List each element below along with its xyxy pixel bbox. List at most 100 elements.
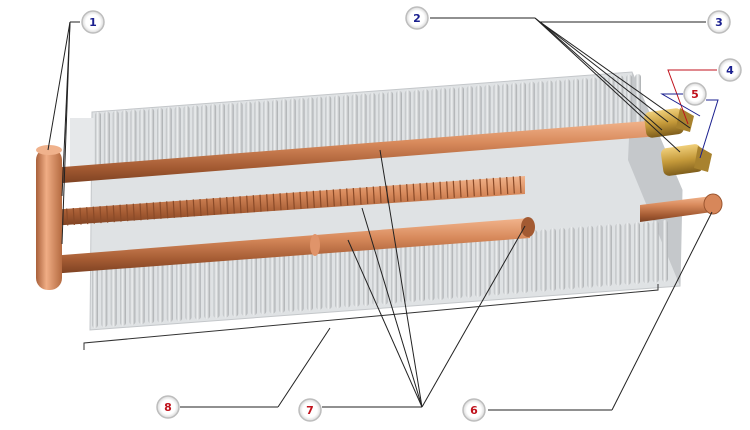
pipe-rib bbox=[112, 205, 115, 223]
pipe-rib bbox=[292, 192, 295, 210]
fin bbox=[493, 232, 500, 296]
fin bbox=[378, 92, 385, 153]
fin bbox=[643, 221, 650, 284]
fin bbox=[512, 231, 519, 294]
leader-8a bbox=[277, 327, 331, 408]
fin bbox=[652, 220, 659, 283]
fin bbox=[503, 231, 510, 295]
fin bbox=[232, 251, 239, 317]
fin bbox=[342, 94, 349, 155]
fin bbox=[608, 75, 615, 138]
pipe-rib bbox=[306, 191, 309, 209]
fin bbox=[316, 96, 323, 156]
fin bbox=[95, 112, 101, 170]
fin bbox=[581, 77, 588, 140]
pipe-rib bbox=[486, 178, 489, 196]
pipe-rib bbox=[152, 202, 155, 220]
pipe-rib bbox=[226, 196, 229, 215]
pipe-rib bbox=[499, 177, 502, 195]
fin bbox=[183, 105, 190, 165]
fin bbox=[210, 103, 217, 163]
fin bbox=[369, 92, 376, 153]
fin bbox=[306, 246, 313, 311]
fin bbox=[484, 233, 491, 297]
leader-7b bbox=[379, 149, 423, 408]
fin bbox=[297, 246, 304, 312]
pipe-rib bbox=[312, 190, 315, 208]
fin bbox=[298, 97, 305, 158]
pipe-rib bbox=[66, 208, 69, 226]
callout-3: 3 bbox=[707, 10, 731, 34]
pipe-rib bbox=[186, 199, 189, 217]
fin bbox=[456, 235, 463, 299]
fin bbox=[409, 238, 416, 303]
lower-pipe bbox=[50, 218, 530, 274]
fin bbox=[634, 222, 640, 285]
callout-3-label: 3 bbox=[715, 16, 723, 29]
fin bbox=[428, 237, 435, 301]
fin bbox=[475, 233, 482, 298]
fin bbox=[381, 240, 388, 305]
fin bbox=[101, 261, 108, 328]
fin bbox=[413, 89, 420, 150]
fin bbox=[194, 254, 201, 320]
fin bbox=[537, 80, 544, 143]
fin bbox=[288, 247, 295, 313]
fin bbox=[605, 224, 612, 287]
fin bbox=[635, 74, 641, 136]
pipe-rib bbox=[86, 207, 89, 225]
fin bbox=[590, 77, 597, 139]
pipe-rib bbox=[392, 185, 395, 203]
pipe-rib bbox=[166, 201, 169, 219]
fin bbox=[280, 98, 287, 159]
callout-8-label: 8 bbox=[164, 401, 172, 414]
fin bbox=[157, 257, 164, 323]
pipe-rib bbox=[492, 177, 495, 195]
fin bbox=[422, 89, 429, 150]
fin bbox=[278, 248, 285, 313]
fin bbox=[502, 83, 509, 145]
pipe-rib bbox=[506, 176, 509, 195]
fin bbox=[587, 225, 594, 288]
fin bbox=[387, 91, 394, 152]
callout-badges: 1 2 3 4 5 6 7 8 bbox=[81, 6, 742, 422]
fin bbox=[617, 75, 624, 138]
fin bbox=[165, 107, 172, 166]
pipe-rib bbox=[519, 175, 522, 194]
leader-7c bbox=[361, 207, 423, 408]
fin bbox=[351, 93, 358, 154]
callout-2-label: 2 bbox=[413, 12, 421, 25]
pipe-rib bbox=[172, 200, 175, 218]
fin bbox=[449, 87, 456, 148]
fin bbox=[599, 76, 606, 139]
callout-4-label: 4 bbox=[726, 64, 734, 77]
fin bbox=[192, 105, 199, 164]
leader-1a bbox=[47, 21, 71, 151]
pipe-rib bbox=[366, 186, 369, 205]
fin bbox=[92, 262, 98, 328]
callout-5-label: 5 bbox=[691, 88, 699, 101]
leader-3a bbox=[539, 21, 691, 129]
fin bbox=[440, 87, 447, 149]
fin bbox=[564, 79, 571, 141]
pipe-rib bbox=[372, 186, 375, 204]
fin bbox=[245, 101, 252, 161]
fin bbox=[546, 80, 553, 142]
pipe-rib bbox=[252, 195, 255, 213]
fin bbox=[419, 237, 425, 302]
pipe-rib bbox=[232, 196, 235, 214]
leader-4 bbox=[667, 69, 717, 125]
fin bbox=[335, 244, 341, 309]
fin bbox=[139, 108, 146, 168]
fin bbox=[185, 255, 192, 321]
pipe-rib bbox=[72, 207, 75, 226]
leader-2b bbox=[534, 17, 681, 153]
fin bbox=[528, 81, 535, 143]
leader-3b bbox=[539, 21, 663, 131]
fin bbox=[272, 99, 278, 159]
fins-top bbox=[95, 74, 641, 170]
fin bbox=[213, 253, 220, 319]
fin bbox=[396, 90, 402, 151]
fin bbox=[458, 86, 464, 148]
